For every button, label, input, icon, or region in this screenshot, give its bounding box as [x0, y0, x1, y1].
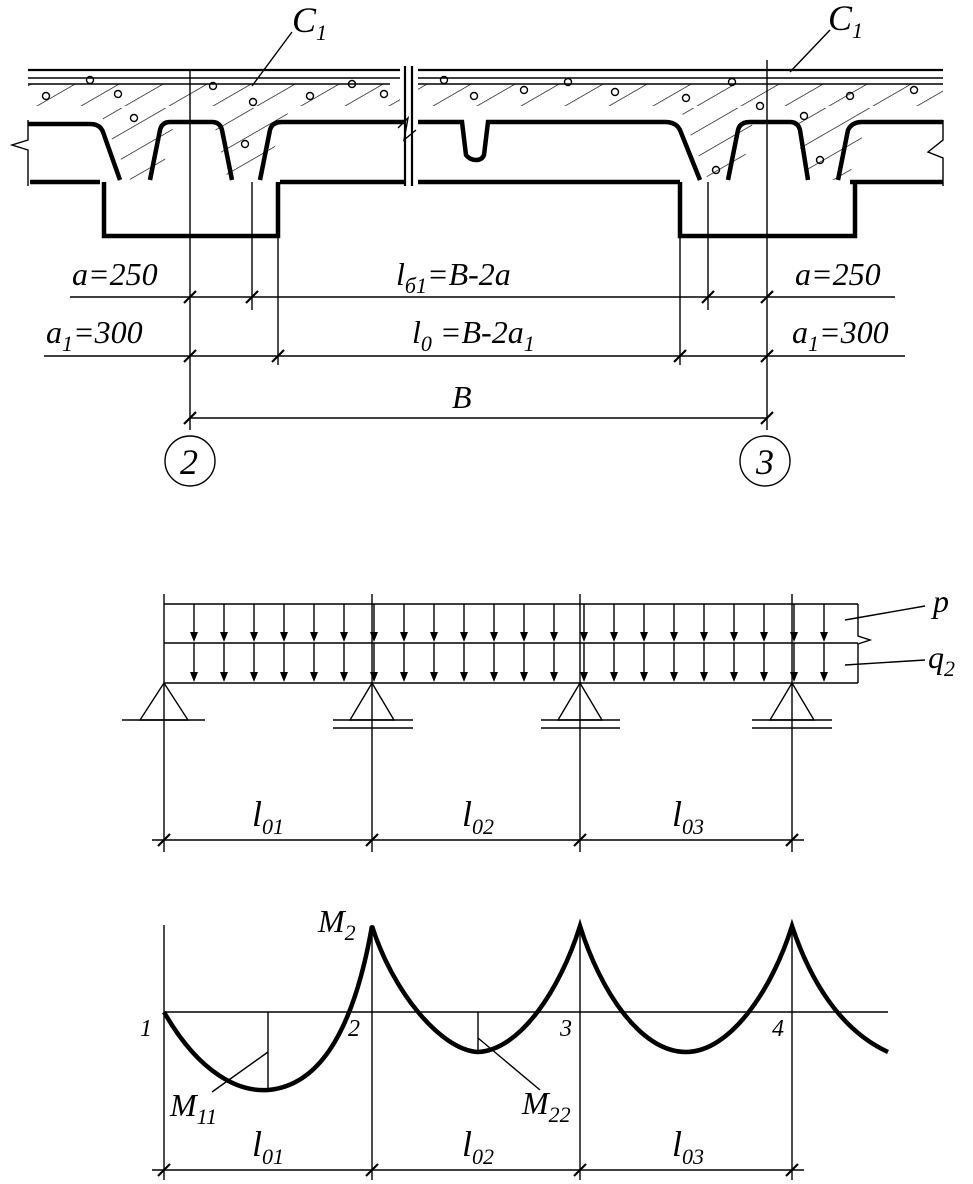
- load-arrow-head: [670, 632, 678, 642]
- axis-bubble-3: [739, 435, 791, 487]
- load-arrow-head: [550, 632, 558, 642]
- dim-a1-right: a1=300: [792, 314, 889, 356]
- load-arrow-head: [490, 672, 498, 682]
- axis-label-3: 3: [755, 442, 774, 482]
- load-arrow-head: [340, 672, 348, 682]
- load-arrow-head: [400, 632, 408, 642]
- moment-span-3: l03: [672, 1124, 704, 1169]
- dim-lb: lб1=B-2a: [396, 256, 511, 298]
- load-arrow-head: [280, 632, 288, 642]
- load-arrow-head: [460, 632, 468, 642]
- load-arrow-head: [370, 672, 378, 682]
- slab-label-left: C1: [292, 0, 327, 45]
- load-arrow-head: [820, 632, 828, 642]
- load-arrow-head: [610, 672, 618, 682]
- node-4: 4: [772, 1016, 784, 1042]
- slab-label-right: C1: [828, 0, 863, 43]
- load-arrow-head: [610, 632, 618, 642]
- node-1: 1: [140, 1016, 152, 1042]
- load-arrow-head: [820, 672, 828, 682]
- load-arrow-head: [760, 672, 768, 682]
- load-arrow-head: [520, 672, 528, 682]
- load-arrow-head: [580, 672, 588, 682]
- node-3: 3: [559, 1016, 572, 1042]
- dim-B: B: [452, 379, 472, 415]
- load-arrow-head: [700, 672, 708, 682]
- load-p: p: [931, 583, 949, 619]
- beam-span-1: l01: [252, 794, 284, 839]
- dim-l0: l0 =B-2a1: [412, 314, 535, 356]
- moment-M22: M22: [521, 1085, 571, 1127]
- load-arrow-head: [430, 632, 438, 642]
- load-arrow-head: [760, 632, 768, 642]
- load-arrow-head: [430, 672, 438, 682]
- load-arrow-head: [310, 632, 318, 642]
- beam-scheme: [122, 594, 926, 852]
- load-arrow-head: [250, 672, 258, 682]
- load-arrows: [190, 604, 828, 682]
- moment-curve: [162, 918, 889, 1093]
- load-arrow-head: [730, 632, 738, 642]
- dim-a-left: a=250: [72, 256, 158, 292]
- floor-section: [9, 29, 944, 487]
- load-arrow-head: [370, 632, 378, 642]
- load-arrow-head: [460, 672, 468, 682]
- beam-span-2: l02: [462, 794, 494, 839]
- support-roller-2: [333, 681, 413, 729]
- axis-bubble-2: [164, 435, 216, 487]
- moment-M11: M11: [169, 1087, 217, 1129]
- load-arrow-head: [220, 672, 228, 682]
- dim-a-right: a=250: [795, 256, 881, 292]
- beam-span-3: l03: [672, 794, 704, 839]
- topping-hatch-right: [418, 84, 943, 106]
- load-arrow-head: [640, 632, 648, 642]
- load-arrow-head: [220, 632, 228, 642]
- load-q2: q2: [928, 639, 955, 681]
- moment-span-1: l01: [252, 1124, 284, 1169]
- load-arrow-head: [190, 672, 198, 682]
- load-arrow-head: [790, 632, 798, 642]
- load-arrow-head: [790, 672, 798, 682]
- load-arrow-head: [640, 672, 648, 682]
- load-arrow-head: [340, 632, 348, 642]
- load-arrow-head: [550, 672, 558, 682]
- axis-label-2: 2: [180, 442, 198, 482]
- load-arrow-head: [520, 632, 528, 642]
- load-arrow-head: [400, 672, 408, 682]
- load-arrow-head: [190, 632, 198, 642]
- load-arrow-head: [250, 632, 258, 642]
- load-arrow-head: [490, 632, 498, 642]
- load-arrow-head: [310, 672, 318, 682]
- moment-M2: M2: [317, 903, 356, 945]
- topping-hatch-left: [28, 84, 400, 106]
- load-arrow-head: [730, 672, 738, 682]
- dim-a1-left: a1=300: [46, 314, 143, 356]
- load-arrow-head: [580, 632, 588, 642]
- moment-diagram: [152, 918, 889, 1180]
- moment-span-2: l02: [462, 1124, 494, 1169]
- node-2: 2: [348, 1016, 360, 1042]
- load-arrow-head: [280, 672, 288, 682]
- load-arrow-head: [700, 632, 708, 642]
- load-arrow-head: [670, 672, 678, 682]
